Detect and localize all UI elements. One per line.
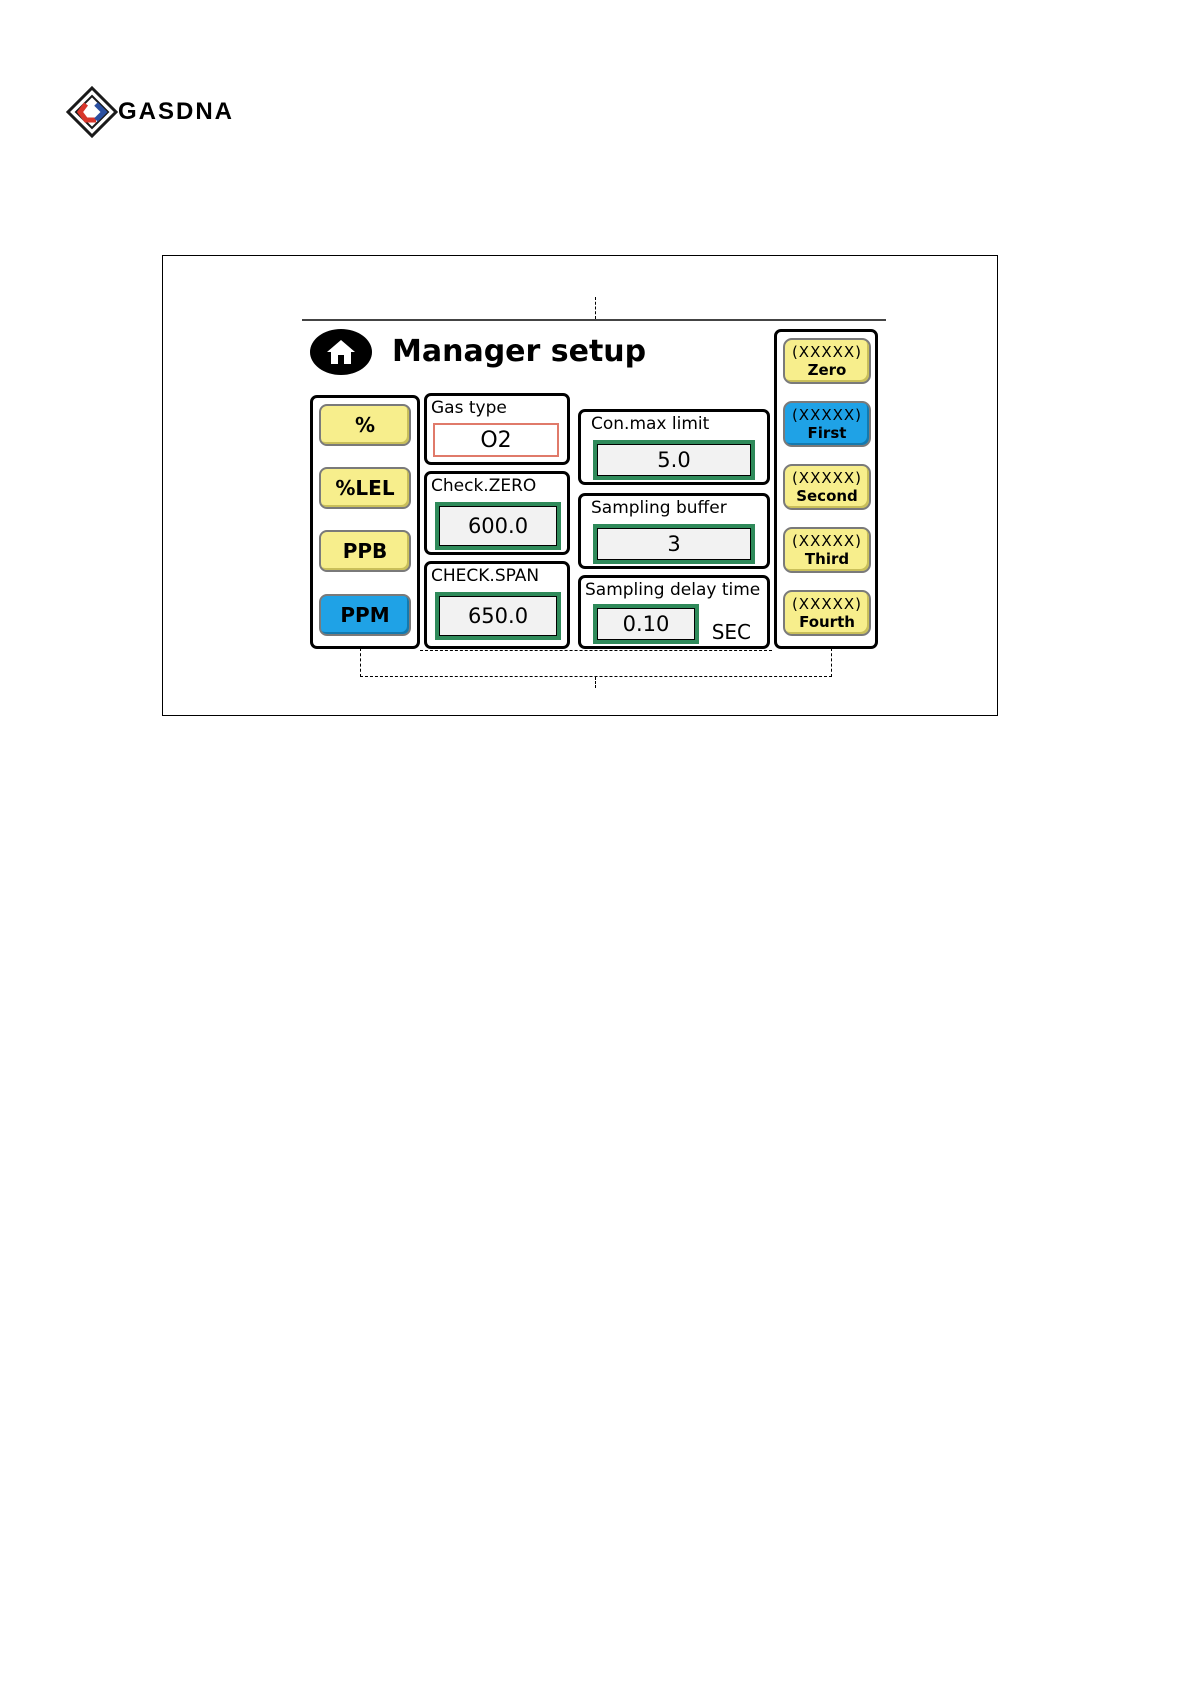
gasdna-diamond-icon [66,86,118,138]
check-zero-label: Check.ZERO [431,476,536,496]
check-zero-panel: Check.ZERO 600.0 [424,471,570,555]
manager-setup-screen: Manager setup % %LEL PPB PPM Gas type O2… [302,319,886,649]
sampling-buffer-label: Sampling buffer [591,498,727,518]
calibration-button-first[interactable]: (XXXXX) First [783,401,871,447]
calibration-code: (XXXXX) [792,343,862,361]
calibration-label: Third [805,550,849,568]
calibration-code: (XXXXX) [792,532,862,550]
unit-selector-panel: % %LEL PPB PPM [310,395,420,649]
home-icon [324,337,358,367]
check-span-field[interactable]: 650.0 [435,592,561,640]
calibration-button-fourth[interactable]: (XXXXX) Fourth [783,590,871,636]
unit-button-percent[interactable]: % [319,404,411,446]
check-zero-field[interactable]: 600.0 [435,502,561,550]
con-max-limit-label: Con.max limit [591,414,709,434]
unit-button-ppm[interactable]: PPM [319,594,411,636]
sampling-delay-unit: SEC [712,620,751,644]
calibration-label: First [808,424,847,442]
calibration-label: Zero [808,361,847,379]
check-span-label: CHECK.SPAN [431,566,539,586]
leader-line-top [595,297,596,319]
page-title: Manager setup [392,329,646,375]
gas-type-label: Gas type [431,398,507,418]
sampling-buffer-field[interactable]: 3 [593,524,755,564]
con-max-limit-field[interactable]: 5.0 [593,440,755,480]
gasdna-logo: GASDNA [66,86,234,138]
brand-name: GASDNA [118,98,234,126]
gas-type-field[interactable]: O2 [433,423,559,457]
calibration-code: (XXXXX) [792,406,862,424]
calibration-button-zero[interactable]: (XXXXX) Zero [783,338,871,384]
calibration-label: Second [796,487,858,505]
home-button[interactable] [310,329,372,375]
sampling-delay-panel: Sampling delay time 0.10 SEC [578,575,770,649]
calibration-label: Fourth [799,613,855,631]
con-max-limit-panel: Con.max limit 5.0 [578,409,770,485]
check-span-panel: CHECK.SPAN 650.0 [424,561,570,649]
gas-type-panel: Gas type O2 [424,393,570,465]
leader-bracket-bottom [360,648,832,677]
unit-button-lel[interactable]: %LEL [319,467,411,509]
sampling-delay-label: Sampling delay time [585,580,760,600]
unit-button-ppb[interactable]: PPB [319,530,411,572]
calibration-code: (XXXXX) [792,469,862,487]
calibration-button-third[interactable]: (XXXXX) Third [783,527,871,573]
calibration-button-second[interactable]: (XXXXX) Second [783,464,871,510]
calibration-panel: (XXXXX) Zero (XXXXX) First (XXXXX) Secon… [774,329,878,649]
calibration-code: (XXXXX) [792,595,862,613]
leader-line-bottom [595,677,596,688]
sampling-buffer-panel: Sampling buffer 3 [578,493,770,569]
sampling-delay-field[interactable]: 0.10 [593,604,699,644]
